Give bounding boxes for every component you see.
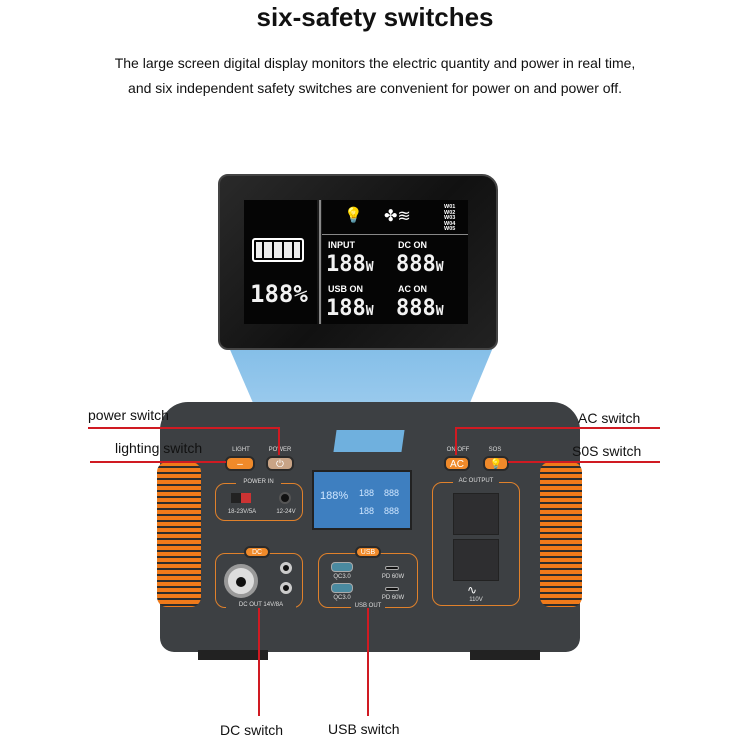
dc-line: [258, 608, 260, 716]
usb-panel: USB QC3.0 QC3.0 PD 60W PD 60W USB OUT: [318, 546, 418, 609]
lcd-percent: 188%: [250, 280, 308, 308]
sos-label: SOS: [488, 447, 502, 453]
qc1-label: QC3.0: [333, 574, 351, 580]
description-line-2: and six independent safety switches are …: [128, 80, 622, 96]
power-line-drop: [278, 427, 280, 455]
page-title: six-safety switches: [256, 2, 494, 32]
dc-footer: DC OUT 14V/8A: [226, 602, 296, 608]
device-screen: 188% 188 888 188 888: [312, 470, 412, 530]
ac-voltage: 110V: [469, 597, 483, 603]
ac-output-title: AC OUTPUT: [453, 478, 499, 484]
dc-switch-callout: DC switch: [220, 722, 284, 738]
dc-on-label: DC ON: [398, 240, 427, 250]
input-label: INPUT: [328, 240, 355, 250]
sine-wave-icon: ∿: [467, 583, 478, 597]
ac-line: [455, 427, 660, 429]
sos-line: [508, 461, 660, 463]
port1-label: 18-23V/5A: [227, 509, 257, 515]
foot-right: [470, 650, 540, 660]
power-label: POWER: [265, 447, 295, 453]
ac-on-label: AC ON: [398, 284, 427, 294]
power-button[interactable]: ⏻: [266, 456, 294, 471]
light-button[interactable]: –: [225, 456, 255, 471]
fan-icon: ✤≋: [384, 208, 411, 225]
usb-value: 188W: [326, 296, 374, 321]
sos-switch-callout: S0S switch: [572, 443, 642, 459]
description-line-1: The large screen digital display monitor…: [114, 55, 636, 71]
ac-value: 888W: [396, 296, 444, 321]
pd-port-2: [385, 587, 399, 591]
port2-label: 12-24V: [276, 509, 296, 515]
ac-outlet-2: [453, 539, 499, 581]
usb-switch-callout: USB switch: [328, 721, 400, 737]
power-in-title: POWER IN: [236, 479, 281, 485]
lighting-line: [90, 461, 226, 463]
bulb-icon: 💡: [344, 207, 363, 224]
dc-button[interactable]: DC: [244, 546, 270, 558]
light-label: LIGHT: [232, 447, 250, 453]
dc5521-port: [279, 492, 291, 504]
dc-port-1: [280, 562, 292, 574]
usb-on-label: USB ON: [328, 284, 364, 294]
battery-icon: [252, 238, 304, 262]
input-value: 188W: [326, 252, 374, 277]
power-line: [88, 427, 280, 429]
ac-switch-callout: AC switch: [578, 410, 641, 426]
dc-panel: DC DC OUT 14V/8A: [215, 546, 303, 608]
screen-input: 188: [359, 488, 375, 498]
ac-button[interactable]: AC: [444, 456, 470, 471]
power-switch-callout: power switch: [88, 407, 169, 423]
lighting-switch-callout: lighting switch: [115, 440, 203, 456]
usb-line: [367, 608, 369, 716]
pd1-label: PD 60W: [381, 574, 405, 580]
ac-outlet-1: [453, 493, 499, 535]
sos-button[interactable]: 💡: [483, 456, 509, 471]
anderson-port: [231, 493, 251, 503]
onoff-label: ON/OFF: [446, 447, 470, 453]
ac-panel: AC OUTPUT ∿ 110V: [432, 478, 520, 606]
foot-left: [198, 650, 268, 660]
power-in-panel: POWER IN 18-23V/5A 12-24V: [215, 479, 303, 521]
handle-window: [333, 430, 405, 452]
car-socket: [224, 564, 258, 598]
pd2-label: PD 60W: [381, 595, 405, 601]
right-grille: [540, 462, 582, 607]
lcd-battery-panel: 188%: [244, 200, 317, 324]
pd-port-1: [385, 566, 399, 570]
screen-ac: 888: [384, 506, 400, 516]
left-grille: [157, 462, 201, 607]
qc2-label: QC3.0: [333, 595, 351, 601]
usb-footer: USB OUT: [351, 603, 385, 609]
qc-port-1: [331, 562, 353, 572]
ac-line-drop: [455, 427, 457, 455]
dc-port-2: [280, 582, 292, 594]
dc-value: 888W: [396, 252, 444, 277]
qc-port-2: [331, 583, 353, 593]
usb-button[interactable]: USB: [355, 546, 381, 558]
screen-usb: 188: [359, 506, 375, 516]
screen-dc: 888: [384, 488, 400, 498]
screen-percent: 188%: [320, 490, 349, 502]
